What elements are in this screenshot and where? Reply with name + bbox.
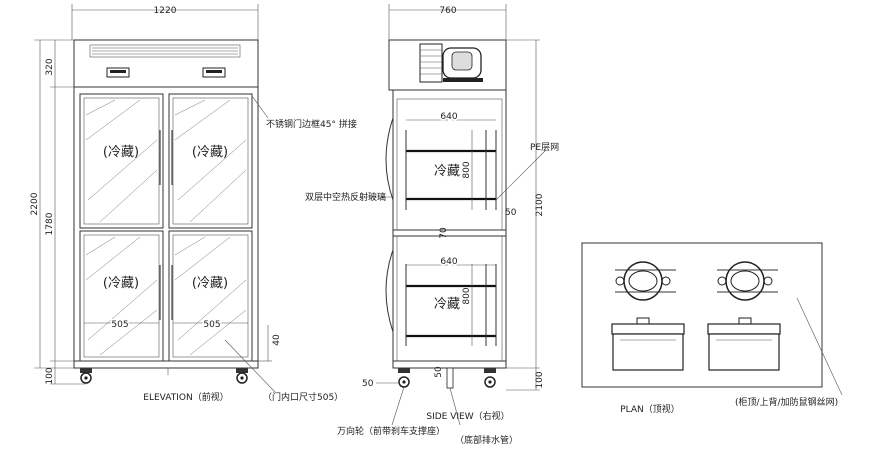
- caster-right: [236, 368, 248, 384]
- side-caption: SIDE VIEW（右视）: [426, 410, 509, 422]
- glass-note: 双层中空热反射玻璃: [305, 191, 386, 203]
- drain-note: （底部排水管）: [455, 434, 518, 446]
- side-caster-front: [398, 368, 410, 388]
- svg-text:640: 640: [440, 257, 457, 267]
- elevation-cabinet-outline: [73, 39, 259, 369]
- elevation-base: [73, 360, 259, 369]
- shelf-width-upper-dimension: 640: [440, 112, 457, 122]
- door-zone-label: (冷藏): [192, 145, 228, 160]
- side-view: 760 冷藏 640 640: [305, 4, 559, 446]
- door-zone-label: (冷藏): [192, 276, 228, 291]
- door-height-dimension: 1780: [45, 212, 55, 235]
- caster-note: 万向轮（前带刹车支撑座）: [337, 425, 445, 437]
- side-height-dimension: 2100: [535, 193, 545, 216]
- frame-note: 不锈钢门边框45° 拼接: [266, 118, 357, 130]
- opening-note-leader: [224, 339, 276, 393]
- drain-pipe: [446, 367, 454, 389]
- evaporator-left: [611, 317, 685, 371]
- vent-grille: [89, 44, 241, 58]
- glass-reflection-lines: [85, 99, 247, 356]
- side-dimension-50-bottom: 50: [434, 366, 444, 378]
- side-width-dimension: 760: [439, 6, 456, 16]
- elevation-caption: ELEVATION（前视）: [143, 391, 228, 403]
- drain-note-leader: [449, 387, 461, 426]
- side-zone-label-lower: 冷藏: [434, 297, 460, 312]
- door-width-right-dimension: 505: [203, 320, 220, 330]
- door-swing-upper: [385, 117, 394, 201]
- top-unit-height-dimension: 320: [45, 58, 55, 75]
- compressor-unit: [419, 43, 483, 83]
- caster-note-leader: [391, 386, 405, 426]
- shelf-height-upper-dimension: 800: [462, 161, 472, 178]
- frame-note-leader: [251, 95, 269, 119]
- door-upper-right: [168, 93, 253, 229]
- side-cabinet-body: [392, 89, 507, 369]
- fan-unit-right: [717, 261, 778, 301]
- side-zone-label-upper: 冷藏: [434, 164, 460, 179]
- door-width-left-dimension: 505: [111, 320, 128, 330]
- svg-text:505: 505: [203, 320, 220, 330]
- elevation-height-dimension: 2200: [30, 192, 40, 215]
- side-dimension-70: 70: [439, 227, 449, 239]
- plan-outline: [581, 242, 823, 388]
- side-base: [392, 360, 507, 369]
- door-lower-right: [168, 230, 253, 362]
- door-lower-left: [79, 230, 164, 362]
- door-swing-lower: [385, 249, 394, 333]
- elevation-view: 1220: [30, 4, 357, 403]
- elevation-width-dimension: 1220: [154, 6, 177, 16]
- side-dimension-50-left: 50: [362, 379, 374, 389]
- base-height-dimension: 100: [45, 367, 55, 384]
- door-zone-label: (冷藏): [103, 145, 139, 160]
- plan-caption: PLAN（顶视）: [620, 403, 680, 415]
- mesh-note: (柜顶/上背/加防鼠钢丝网): [735, 396, 838, 408]
- svg-text:640: 640: [440, 112, 457, 122]
- opening-note: （门内口尺寸505）: [263, 391, 343, 403]
- door-upper-left: [79, 93, 164, 229]
- shelf-rack-lower: [405, 264, 497, 346]
- controller-display-left-screen: [110, 70, 126, 73]
- mesh-note-leader: [796, 297, 843, 396]
- pe-note: PE层网: [530, 142, 559, 153]
- side-base-dimension: 100: [535, 371, 545, 388]
- shelf-height-lower-dimension: 800: [462, 287, 472, 304]
- evaporator-right: [707, 317, 781, 371]
- plan-view: (柜顶/上背/加防鼠钢丝网) PLAN（顶视）: [581, 242, 843, 415]
- side-dimension-50-right: 50: [505, 208, 517, 218]
- shelf-width-lower-dimension: 640: [440, 257, 457, 267]
- side-caster-rear: [484, 368, 496, 388]
- fan-unit-left: [615, 261, 676, 301]
- elevation-top-unit: [73, 39, 259, 88]
- door-zone-label: (冷藏): [103, 276, 139, 291]
- controller-display-right-screen: [206, 70, 222, 73]
- shelf-rack-upper: [405, 130, 497, 210]
- svg-text:505: 505: [111, 320, 128, 330]
- caster-left: [80, 368, 92, 384]
- gap-dimension: 40: [272, 334, 282, 346]
- pe-note-leader: [495, 149, 547, 201]
